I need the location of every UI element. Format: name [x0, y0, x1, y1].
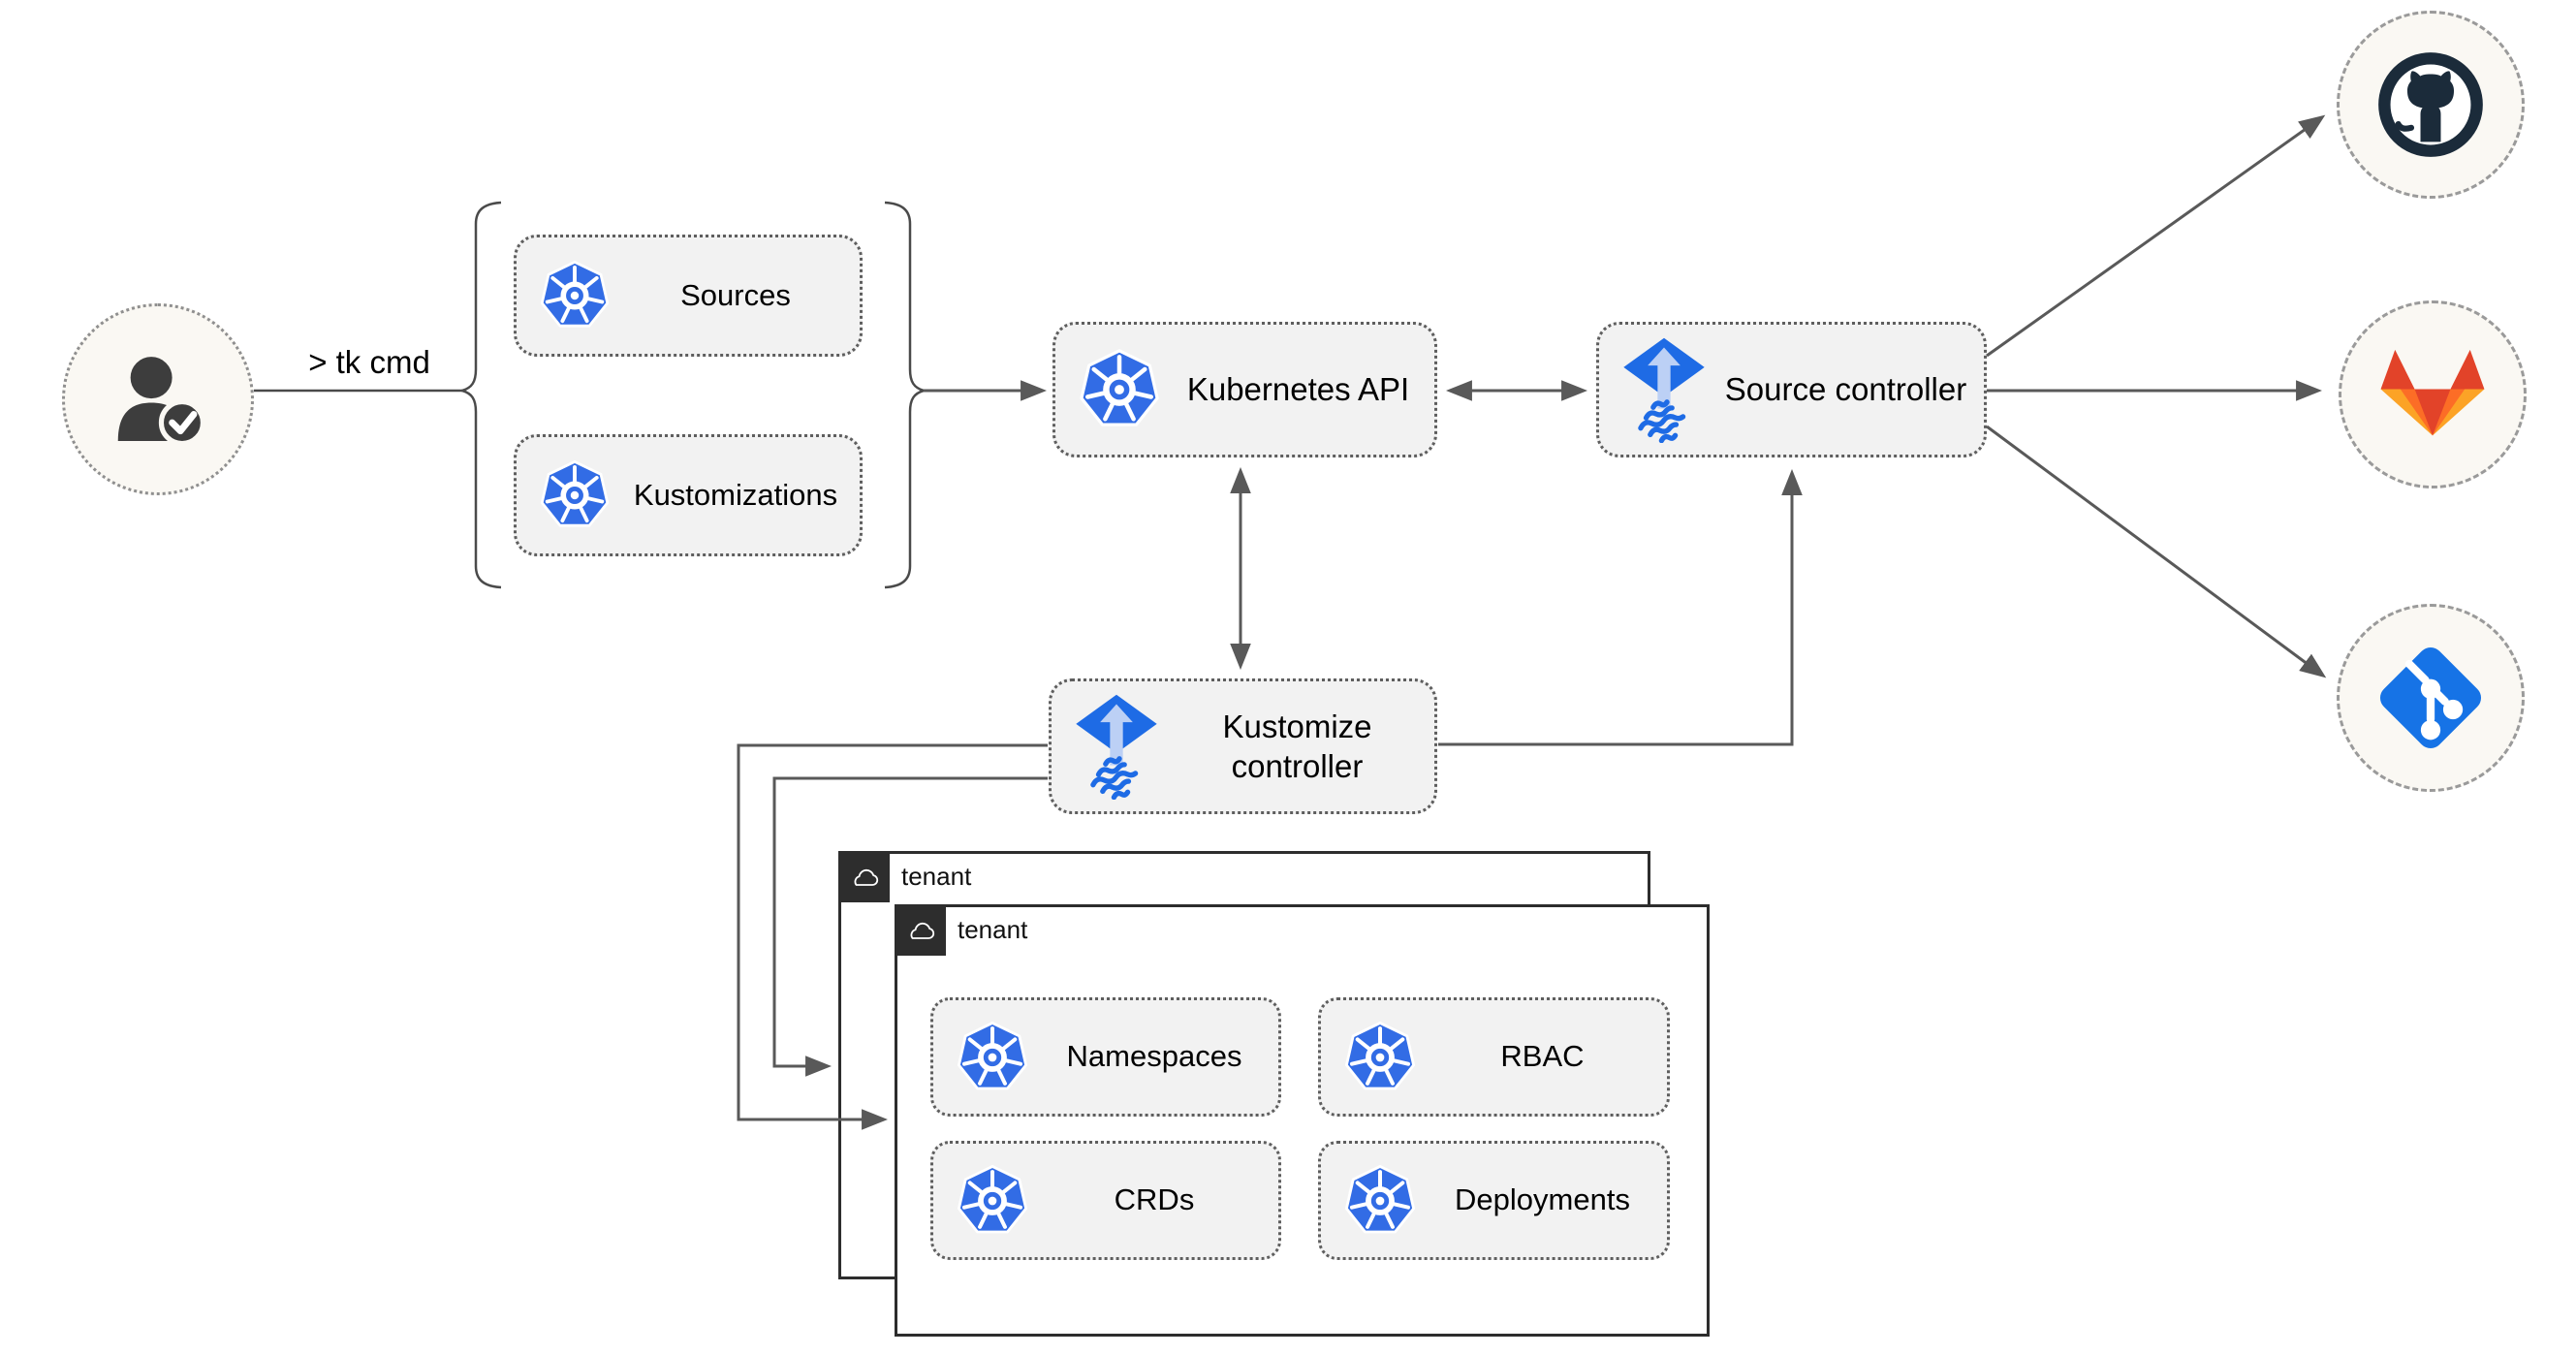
- kubernetes-icon: [1077, 348, 1162, 431]
- git-target: [2337, 604, 2525, 792]
- github-target: [2337, 11, 2525, 199]
- kubernetes-icon: [955, 1164, 1030, 1238]
- source-controller-node: Source controller: [1596, 322, 1987, 457]
- sources-label: Sources: [680, 277, 791, 312]
- github-icon: [2378, 52, 2483, 157]
- kustomizations-label: Kustomizations: [633, 477, 838, 512]
- tenant-label: tenant: [958, 915, 1028, 944]
- kubernetes-icon: [955, 1021, 1030, 1094]
- kubernetes-api-node: Kubernetes API: [1052, 322, 1437, 457]
- cloud-icon: [910, 922, 934, 939]
- flux-icon: [1620, 336, 1708, 443]
- crds-node: CRDs: [930, 1141, 1281, 1260]
- tenant-header: [838, 851, 890, 902]
- group-brace-right: [884, 201, 928, 589]
- user-avatar: [62, 303, 254, 495]
- gitlab-target: [2339, 300, 2527, 488]
- namespaces-label: Namespaces: [1066, 1039, 1242, 1074]
- gitlab-icon: [2380, 349, 2485, 436]
- kubernetes-icon: [1342, 1021, 1418, 1094]
- deployments-label: Deployments: [1455, 1182, 1630, 1217]
- tenant-header: [895, 904, 946, 956]
- git-icon: [2379, 646, 2482, 749]
- tenant-box-2: tenant Namespaces: [895, 904, 1710, 1337]
- kubernetes-api-label: Kubernetes API: [1186, 371, 1410, 408]
- kubernetes-icon: [538, 260, 612, 331]
- tenant-label: tenant: [901, 862, 972, 891]
- kubernetes-icon: [1342, 1164, 1418, 1238]
- edge-source-github: [1986, 114, 2326, 358]
- kubernetes-icon: [538, 459, 612, 531]
- cloud-icon: [854, 868, 878, 886]
- source-controller-label: Source controller: [1724, 371, 1967, 408]
- user-check-icon: [117, 357, 205, 447]
- rbac-node: RBAC: [1318, 997, 1670, 1117]
- kustomize-controller-label: Kustomize controller: [1222, 708, 1372, 784]
- kustomizations-node: Kustomizations: [514, 434, 863, 556]
- kustomize-controller-node: Kustomize controller: [1049, 678, 1437, 814]
- rbac-label: RBAC: [1500, 1039, 1585, 1074]
- crds-label: CRDs: [1114, 1182, 1195, 1217]
- flux-icon: [1073, 693, 1160, 800]
- sources-node: Sources: [514, 235, 863, 357]
- deployments-node: Deployments: [1318, 1141, 1670, 1260]
- namespaces-node: Namespaces: [930, 997, 1281, 1117]
- edge-source-git: [1986, 425, 2327, 678]
- edge-kustomize-source: [1438, 468, 1803, 746]
- cli-command-label: > tk cmd: [308, 344, 430, 380]
- group-brace-left: [457, 201, 502, 589]
